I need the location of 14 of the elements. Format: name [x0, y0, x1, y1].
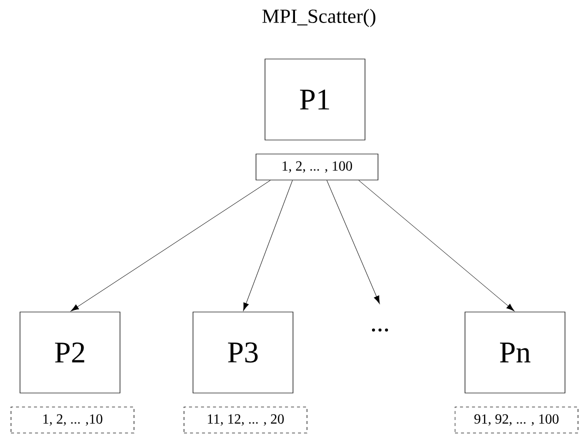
arrow [358, 180, 514, 312]
arrow [243, 180, 293, 311]
process-box: Pn [464, 312, 566, 394]
arrow [326, 180, 380, 304]
title: MPI_Scatter() [262, 8, 376, 28]
ellipsis-text: ... [372, 328, 388, 332]
process-box: P3 [192, 312, 294, 394]
process-box: P1 [264, 58, 366, 140]
data-chunk-box: 91, 92, ... , 100 [454, 406, 578, 434]
data-chunk-box: 1, 2, ... ,10 [10, 406, 134, 434]
process-box: P2 [20, 312, 120, 394]
data-chunk-box: 11, 12, ... , 20 [184, 406, 308, 434]
arrow [70, 180, 271, 312]
data-buffer-box: 1, 2, ... , 100 [256, 154, 378, 180]
